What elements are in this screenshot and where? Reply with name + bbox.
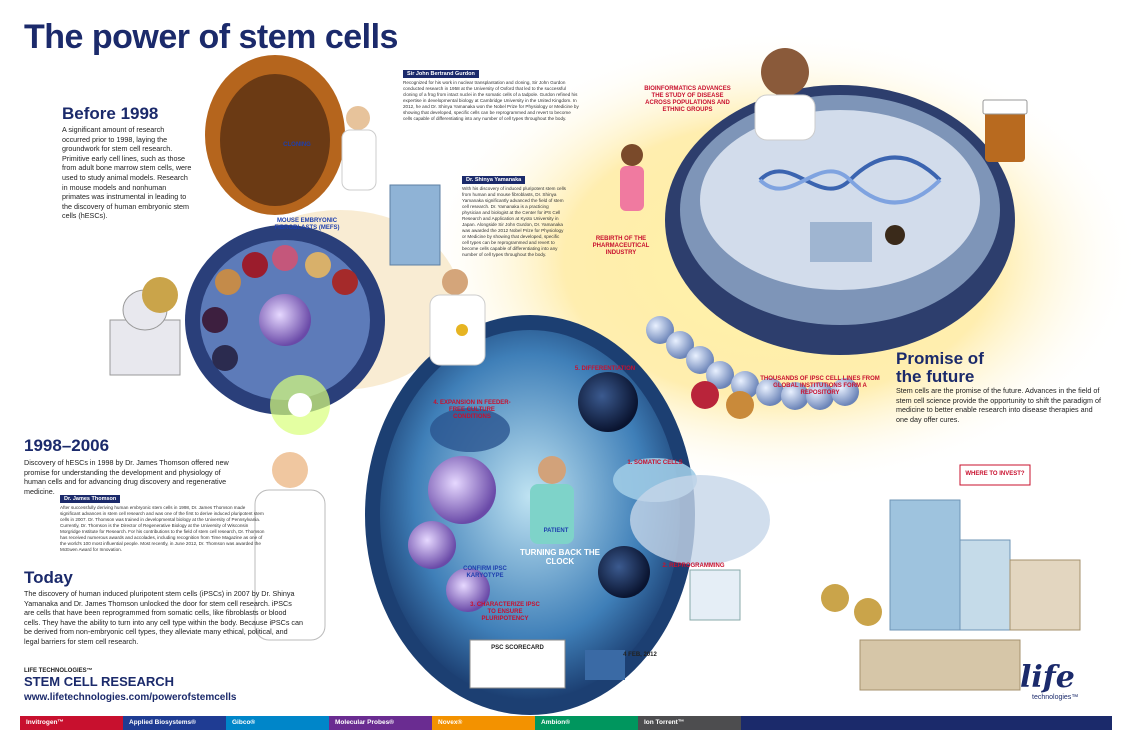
money-bag	[854, 598, 882, 626]
cell-type-blood	[242, 252, 268, 278]
cell-line-spheres	[646, 316, 859, 419]
ipsc-colony	[408, 521, 456, 569]
callout-somatic: 1. Somatic cells	[627, 460, 683, 466]
lab-coat	[754, 94, 816, 141]
callout-karyotype: Confirm iPSC karyotype	[463, 566, 507, 579]
callout-cloning: Cloning	[283, 142, 311, 148]
band-ion-torrent: Ion Torrent™	[638, 716, 741, 730]
patient-figure	[538, 456, 566, 484]
dr-thomson-coat	[254, 489, 326, 641]
cell-type-nerve	[212, 345, 238, 371]
office-tower	[959, 539, 1011, 631]
woman-figure	[621, 144, 643, 166]
medicine-bottle	[985, 110, 1025, 162]
yamanaka-bio-name: Dr. Shinya Yamanaka	[462, 176, 526, 184]
callout-rebirth: Rebirth of the pharmaceutical industry	[592, 236, 650, 256]
nobel-medal	[456, 324, 468, 336]
lab-bench	[630, 475, 770, 565]
dish-layer	[430, 408, 510, 452]
callout-characterize: 3. Characterize iPSC to ensure pluripote…	[470, 602, 540, 622]
life-technologies-logo: life technologies™	[1012, 660, 1112, 704]
future-heading: Promise of the future	[896, 349, 984, 386]
callout-scorecard: PSC Scorecard	[491, 645, 544, 651]
research-building	[389, 184, 441, 266]
callout-patient: Patient	[543, 528, 569, 534]
money-bag	[821, 584, 849, 612]
bank-building	[1009, 559, 1081, 631]
historic-lab-shell-inner	[220, 74, 330, 206]
dna-helix	[758, 169, 942, 205]
energy-burst-core	[288, 393, 312, 417]
cell-type-liver	[215, 269, 241, 295]
thomson-bio-text: After successfully deriving human embryo…	[60, 505, 265, 552]
office-tower	[889, 499, 961, 631]
callout-clock: Turning back the clock	[520, 548, 600, 566]
brand-title: STEM CELL RESEARCH	[24, 674, 174, 689]
scientist-goggles	[761, 48, 809, 96]
callout-thousands: Thousands of iPSC cell lines from global…	[760, 376, 880, 396]
yamanaka-bio-text: With his discovery of induced pluripoten…	[462, 186, 566, 257]
band-ambion: Ambion®	[535, 716, 638, 730]
callout-differentiation: 5. Differentiation	[574, 366, 636, 372]
differentiated-cell	[578, 372, 638, 432]
callout-reprogramming: 2. Reprogramming	[662, 563, 725, 569]
band-molecular-probes: Molecular Probes®	[329, 716, 432, 730]
cell-type-pancreatic	[305, 252, 331, 278]
band-gibco: Gibco®	[226, 716, 329, 730]
psc-scorecard-board	[469, 639, 566, 689]
ipsc-colony	[428, 456, 496, 524]
future-dish-floor	[700, 110, 980, 290]
gurdon-bio-text: Recognized for his work in nuclear trans…	[403, 80, 579, 121]
callout-date: 4 FEB, 2012	[623, 652, 657, 658]
ipsc-colony	[446, 568, 490, 612]
gurdon-bio-name: Sir John Bertrand Gurdon	[403, 70, 479, 78]
gurdon-coat	[341, 129, 377, 191]
invest-sign	[959, 464, 1031, 486]
scientist	[885, 225, 905, 245]
cell-type-blood	[332, 269, 358, 295]
monitor	[585, 650, 625, 680]
logo-word: life	[1020, 660, 1075, 695]
callout-bioinformatics: Bioinformatics advances the study of dis…	[644, 86, 731, 113]
today-heading: Today	[24, 568, 73, 587]
band-applied-biosystems: Applied Biosystems®	[123, 716, 226, 730]
brand-url-link[interactable]: www.lifetechnologies.com/powerofstemcell…	[24, 692, 237, 703]
callout-invest: Where to invest?	[965, 471, 1025, 477]
before-1998-heading: Before 1998	[62, 104, 159, 123]
dr-thomson-figure	[272, 452, 308, 488]
before-1998-text: A significant amount of research occurre…	[62, 125, 192, 221]
page-title: The power of stem cells	[24, 18, 398, 56]
logo-subtitle: technologies™	[1032, 694, 1079, 701]
band-invitrogen: Invitrogen™	[20, 716, 123, 730]
embryonic-stem-cell	[259, 294, 311, 346]
future-text: Stem cells are the promise of the future…	[896, 386, 1101, 424]
callout-mef: Mouse embryonic fibroblasts (MEFs)	[274, 218, 340, 231]
medicine-bottle-cap	[982, 99, 1028, 115]
1998-2006-text: Discovery of hESCs in 1998 by Dr. James …	[24, 458, 229, 496]
band-novex: Novex®	[432, 716, 535, 730]
cell-type-bone	[202, 307, 228, 333]
brand-band: Invitrogen™ Applied Biosystems® Gibco® M…	[20, 716, 1112, 730]
money-bag	[142, 277, 178, 313]
cell-type-muscle	[272, 245, 298, 271]
1998-2006-heading: 1998–2006	[24, 436, 110, 455]
callout-expansion: 4. Expansion in feeder-free culture cond…	[433, 400, 511, 420]
brand-company: LIFE TECHNOLOGIES™	[24, 668, 93, 674]
dr-yamanaka-figure	[442, 269, 468, 295]
band-filler	[741, 716, 1112, 730]
institution-building	[859, 639, 1021, 691]
patient-figure	[530, 484, 574, 544]
woman-figure	[620, 166, 644, 211]
gurdon-figure	[346, 106, 370, 130]
lab-instrument	[689, 569, 741, 621]
lab-workstation	[810, 222, 872, 262]
today-text: The discovery of human induced pluripote…	[24, 589, 303, 646]
reprogrammed-cell	[598, 546, 650, 598]
thomson-bio-name: Dr. James Thomson	[60, 495, 121, 503]
